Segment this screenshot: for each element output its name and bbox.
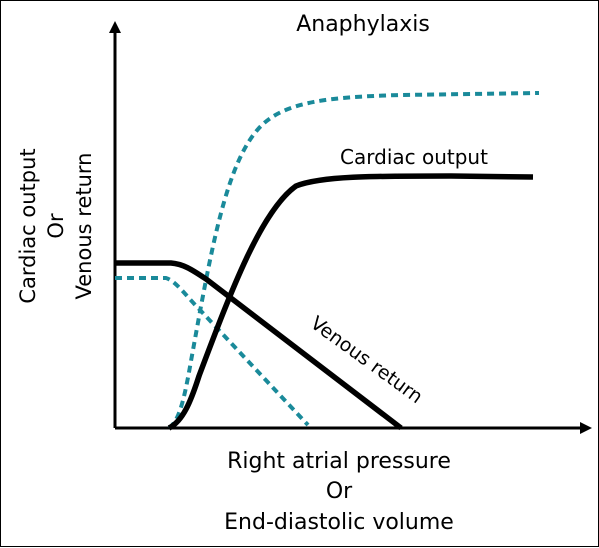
cardiac-output-anaphylaxis-curve xyxy=(167,91,540,430)
venous-return-anaphylaxis-curve xyxy=(115,276,310,427)
cardiac-output-curve xyxy=(167,173,534,431)
venous-return-curve xyxy=(115,260,403,431)
y-axis-label-line-3: Venous return xyxy=(72,153,96,300)
x-axis-label-line-2: Or xyxy=(326,479,353,504)
y-axis-label-line-1: Cardiac output xyxy=(16,148,40,303)
x-axis-label: Right atrial pressure Or End-diastolic v… xyxy=(224,449,454,535)
x-axis-label-line-3: End-diastolic volume xyxy=(224,510,454,535)
diagram-title: Anaphylaxis xyxy=(296,12,430,37)
y-axis-label-line-2: Or xyxy=(44,213,68,239)
y-axis-label: Cardiac output Or Venous return xyxy=(16,148,96,303)
x-axis-label-line-1: Right atrial pressure xyxy=(227,449,451,474)
venous-return-label: Venous return xyxy=(306,312,427,408)
cardiac-output-label: Cardiac output xyxy=(340,145,488,169)
